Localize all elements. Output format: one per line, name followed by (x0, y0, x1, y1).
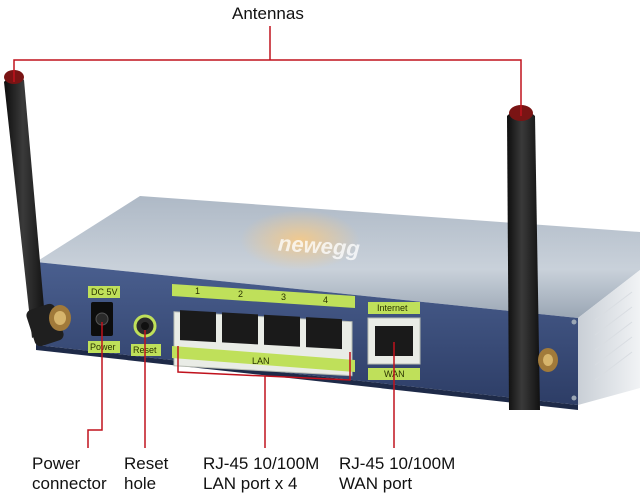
power-label-box (88, 341, 120, 353)
lan-number-3: 3 (281, 292, 286, 302)
reset-callout-line2: hole (124, 474, 157, 493)
wan-callout-line1: RJ-45 10/100M (339, 454, 456, 473)
antennas-callout: Antennas (232, 4, 304, 24)
power-leader (87, 322, 103, 448)
power-connector-callout: Power connector (32, 454, 107, 494)
watermark-text: newegg (277, 230, 361, 261)
lan-label-strip (172, 346, 355, 372)
power-callout-line1: Power (32, 454, 81, 473)
reset-label-box (131, 344, 161, 356)
reset-callout-line1: Reset (124, 454, 169, 473)
lan-callout-line1: RJ-45 10/100M (203, 454, 320, 473)
antennas-callout-text: Antennas (232, 4, 304, 23)
side-vents (594, 291, 633, 381)
router-side-face (578, 270, 640, 405)
lan-number-2: 2 (238, 289, 243, 299)
lan-port-3 (264, 314, 300, 347)
internet-label: Internet (377, 303, 408, 313)
lan-number-4: 4 (323, 295, 328, 305)
panel-screw (571, 395, 577, 401)
lan-port-4 (306, 317, 342, 350)
panel-screw (571, 319, 577, 325)
left-antenna (4, 70, 71, 347)
power-callout-line2: connector (32, 474, 107, 493)
lan-numbers-strip (172, 284, 355, 308)
wan-port-callout: RJ-45 10/100M WAN port (339, 454, 455, 494)
right-antenna (507, 105, 558, 410)
dc-label-box (88, 286, 120, 298)
reset-hole-inner (141, 322, 149, 330)
power-label: Power (90, 342, 116, 352)
lan-label: LAN (252, 356, 270, 366)
internet-label-box (368, 302, 420, 314)
leader-lines (13, 26, 522, 448)
lan-callout-line2: LAN port x 4 (203, 474, 298, 493)
dc-label: DC 5V (91, 287, 118, 297)
lan-port-2 (222, 312, 258, 345)
lan-port-callout: RJ-45 10/100M LAN port x 4 (203, 454, 319, 494)
lan-port-1 (180, 310, 216, 343)
antennas-leader (13, 59, 522, 116)
watermark-glow (240, 210, 360, 270)
wan-callout-line2: WAN port (339, 474, 413, 493)
lan-number-1: 1 (195, 286, 200, 296)
reset-hole-callout: Reset hole (124, 454, 168, 494)
lan-leader-bracket (177, 346, 351, 381)
